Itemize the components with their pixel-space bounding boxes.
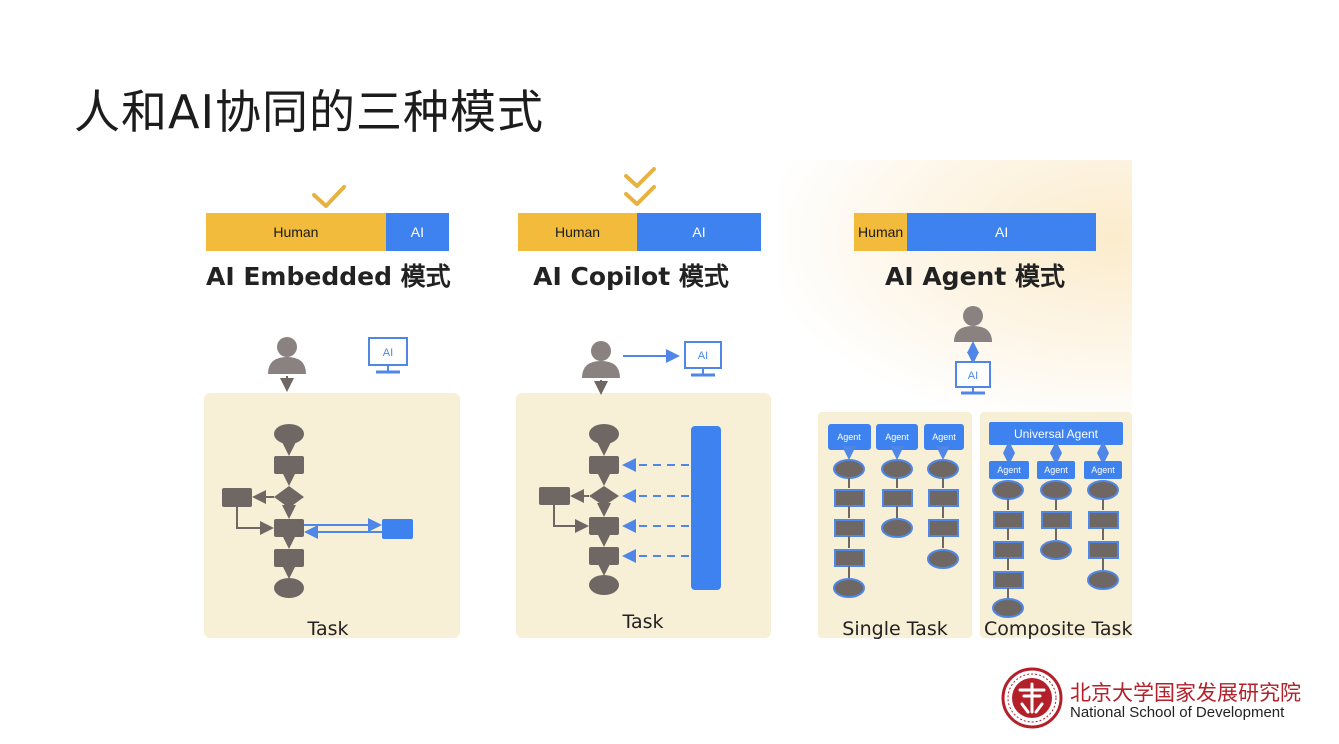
human-segment: Human: [518, 213, 638, 251]
slide-title: 人和AI协同的三种模式: [74, 85, 545, 139]
ai-segment: AI: [385, 213, 449, 251]
panel-label: Task: [622, 611, 664, 633]
mode-label: AI Embedded 模式: [206, 262, 451, 291]
task-panel-copilot: [516, 393, 771, 638]
ai-segment: AI: [907, 213, 1096, 251]
human-ai-share-bar: Human AI: [854, 213, 1096, 251]
task-panel-embedded: [204, 393, 460, 638]
human-segment: Human: [854, 213, 908, 251]
ai-segment-label: AI: [994, 224, 1009, 240]
pku-seal-logo: [1001, 667, 1063, 729]
human-segment: Human: [206, 213, 386, 251]
panel-label: Single Task: [842, 618, 948, 640]
ai-segment: AI: [637, 213, 761, 251]
human-ai-share-bar: Human AI: [518, 213, 761, 251]
ai-segment-label: AI: [692, 224, 706, 240]
monitor-icon: AI: [368, 337, 408, 374]
human-segment-label: Human: [858, 224, 904, 240]
school-name-english: National School of Development: [1070, 704, 1285, 721]
human-segment-label: Human: [273, 224, 319, 240]
human-segment-label: Human: [554, 224, 601, 240]
svg-text:AI: AI: [383, 347, 393, 359]
svg-text:AI: AI: [698, 350, 708, 362]
single-task-panel: [818, 412, 972, 638]
person-icon: [582, 341, 620, 378]
ai-segment-label: AI: [410, 224, 425, 240]
mode-label: AI Copilot 模式: [533, 262, 729, 291]
panel-label: Composite Task: [984, 618, 1133, 640]
composite-task-panel: [980, 412, 1132, 638]
human-ai-share-bar: Human AI: [206, 213, 449, 251]
monitor-icon: AI: [684, 341, 722, 377]
panel-label: Task: [307, 618, 349, 640]
mode-label: AI Agent 模式: [884, 262, 1065, 291]
school-name-chinese: 北京大学国家发展研究院: [1070, 681, 1301, 705]
person-icon: [268, 337, 306, 374]
